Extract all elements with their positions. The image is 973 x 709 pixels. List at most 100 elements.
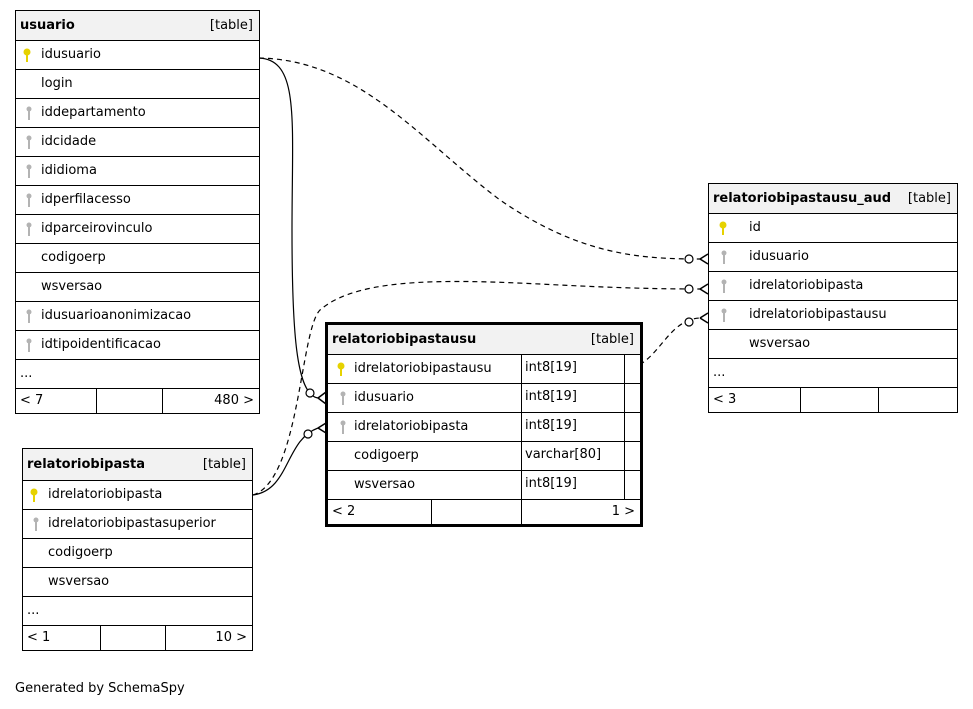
- table-name: usuario: [20, 18, 75, 33]
- table-relatoriobipastausu-aud[interactable]: relatoriobipastausu_aud [table] id idusu…: [708, 183, 958, 413]
- column-name: idrelatoriobipastausu: [749, 307, 887, 322]
- rel-crowfoot: [317, 391, 327, 405]
- table-usuario[interactable]: usuario [table] idusuario login iddepart…: [15, 10, 260, 414]
- primary-key-icon: [718, 221, 728, 240]
- foreign-key-icon: [26, 309, 32, 328]
- table-name: relatoriobipastausu: [332, 332, 477, 347]
- column-row[interactable]: idusuarioanonimizacao: [16, 302, 259, 331]
- foreign-key-icon: [26, 164, 32, 183]
- table-header: usuario [table]: [16, 11, 259, 41]
- column-name: idrelatoriobipasta: [48, 487, 163, 502]
- table-header: relatoriobipastausu [table]: [328, 325, 640, 355]
- table-footer: < 2 1 >: [328, 500, 640, 524]
- children-link[interactable]: 480 >: [163, 389, 259, 413]
- parents-link[interactable]: < 7: [16, 389, 97, 413]
- more-columns: ...: [713, 365, 726, 380]
- more-columns-row[interactable]: ...: [709, 359, 957, 388]
- column-row[interactable]: login: [16, 70, 259, 99]
- table-type: [table]: [590, 332, 634, 347]
- footer-spacer: [432, 500, 522, 524]
- column-row[interactable]: idrelatoriobipasta: [709, 272, 957, 301]
- parents-count: < 3: [713, 392, 737, 407]
- rel-crowfoot: [699, 253, 709, 265]
- column-name: idperfilacesso: [41, 192, 131, 207]
- column-name: wsversao: [354, 477, 416, 492]
- table-type: [table]: [202, 457, 246, 472]
- column-name: idrelatoriobipasta: [354, 419, 469, 434]
- parents-link[interactable]: < 3: [709, 388, 801, 412]
- parents-count: < 2: [332, 504, 356, 519]
- table-footer: < 1 10 >: [23, 626, 252, 650]
- column-type: varchar[80]: [525, 447, 602, 462]
- generated-by-credit: Generated by SchemaSpy: [15, 681, 185, 696]
- column-name: codigoerp: [48, 545, 113, 560]
- column-row[interactable]: wsversao: [16, 273, 259, 302]
- column-name: wsversao: [41, 279, 103, 294]
- column-row[interactable]: idrelatoriobipastausu: [709, 301, 957, 330]
- parents-link[interactable]: < 1: [23, 626, 101, 650]
- column-row[interactable]: idusuario: [709, 243, 957, 272]
- more-columns-row[interactable]: ...: [23, 597, 252, 626]
- footer-spacer: [101, 626, 166, 650]
- column-row[interactable]: wsversao: [23, 568, 252, 597]
- column-name: login: [41, 76, 73, 91]
- column-divider: [521, 355, 522, 500]
- table-name: relatoriobipasta: [27, 457, 145, 472]
- column-name: idrelatoriobipasta: [749, 278, 864, 293]
- column-divider: [624, 355, 625, 500]
- children-link[interactable]: [879, 388, 957, 412]
- column-row[interactable]: wsversao: [709, 330, 957, 359]
- column-row[interactable]: codigoerp: [23, 539, 252, 568]
- column-row[interactable]: idtipoidentificacao: [16, 331, 259, 360]
- parents-link[interactable]: < 2: [328, 500, 432, 524]
- children-link[interactable]: 1 >: [522, 500, 640, 524]
- foreign-key-icon: [721, 279, 727, 298]
- table-name: relatoriobipastausu_aud: [713, 191, 892, 206]
- rel-crowfoot: [699, 283, 709, 295]
- children-link[interactable]: 10 >: [166, 626, 252, 650]
- column-name: idusuario: [354, 390, 414, 405]
- table-type: [table]: [209, 18, 253, 33]
- column-name: iddepartamento: [41, 105, 146, 120]
- table-footer: < 7 480 >: [16, 389, 259, 413]
- foreign-key-icon: [721, 308, 727, 327]
- primary-key-icon: [29, 488, 39, 507]
- column-name: wsversao: [48, 574, 110, 589]
- column-row[interactable]: idusuario: [16, 41, 259, 70]
- column-name: codigoerp: [41, 250, 106, 265]
- column-row[interactable]: idrelatoriobipasta: [23, 481, 252, 510]
- column-row[interactable]: idparceirovinculo: [16, 215, 259, 244]
- column-row[interactable]: idrelatoriobipasta int8[19]: [328, 413, 640, 442]
- footer-spacer: [97, 389, 163, 413]
- more-columns-row[interactable]: ...: [16, 360, 259, 389]
- table-relatoriobipastausu[interactable]: relatoriobipastausu [table] idrelatoriob…: [325, 322, 643, 527]
- footer-spacer: [801, 388, 879, 412]
- column-row[interactable]: ididioma: [16, 157, 259, 186]
- column-row[interactable]: iddepartamento: [16, 99, 259, 128]
- rel-usuario-to-aud: [258, 57, 701, 260]
- column-row[interactable]: idperfilacesso: [16, 186, 259, 215]
- column-row[interactable]: idrelatoriobipastasuperior: [23, 510, 252, 539]
- column-type: int8[19]: [525, 360, 577, 375]
- rel-optional-marker: [303, 429, 313, 439]
- table-footer: < 3: [709, 388, 957, 412]
- rel-optional-marker: [305, 388, 315, 398]
- column-name: id: [749, 220, 761, 235]
- more-columns: ...: [20, 366, 33, 381]
- column-type: int8[19]: [525, 418, 577, 433]
- table-relatoriobipasta[interactable]: relatoriobipasta [table] idrelatoriobipa…: [22, 448, 253, 651]
- column-row[interactable]: id: [709, 214, 957, 243]
- column-row[interactable]: idcidade: [16, 128, 259, 157]
- primary-key-icon: [22, 48, 32, 67]
- foreign-key-icon: [26, 193, 32, 212]
- column-row[interactable]: codigoerp: [16, 244, 259, 273]
- foreign-key-icon: [340, 391, 346, 410]
- parents-count: < 7: [20, 393, 44, 408]
- rel-usuario-to-relatoriobipastausu: [258, 57, 319, 399]
